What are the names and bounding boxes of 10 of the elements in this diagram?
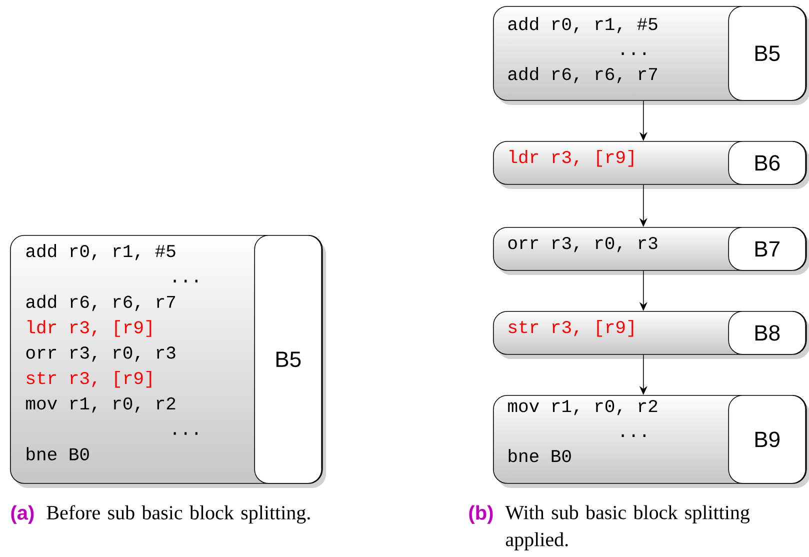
caption-text: With sub basic block splitting applied. (505, 505, 750, 550)
block-label: B9 (728, 395, 806, 484)
block-label: B5 (728, 6, 806, 101)
block-label: B8 (728, 311, 806, 355)
subfigure-tag: (a) (11, 505, 34, 524)
block-label: B5 (254, 235, 322, 484)
block-label: B7 (728, 227, 806, 271)
caption-text: Before sub basic block splitting. (46, 505, 310, 524)
subfigure-tag: (b) (469, 505, 493, 524)
block-label: B6 (728, 141, 806, 185)
